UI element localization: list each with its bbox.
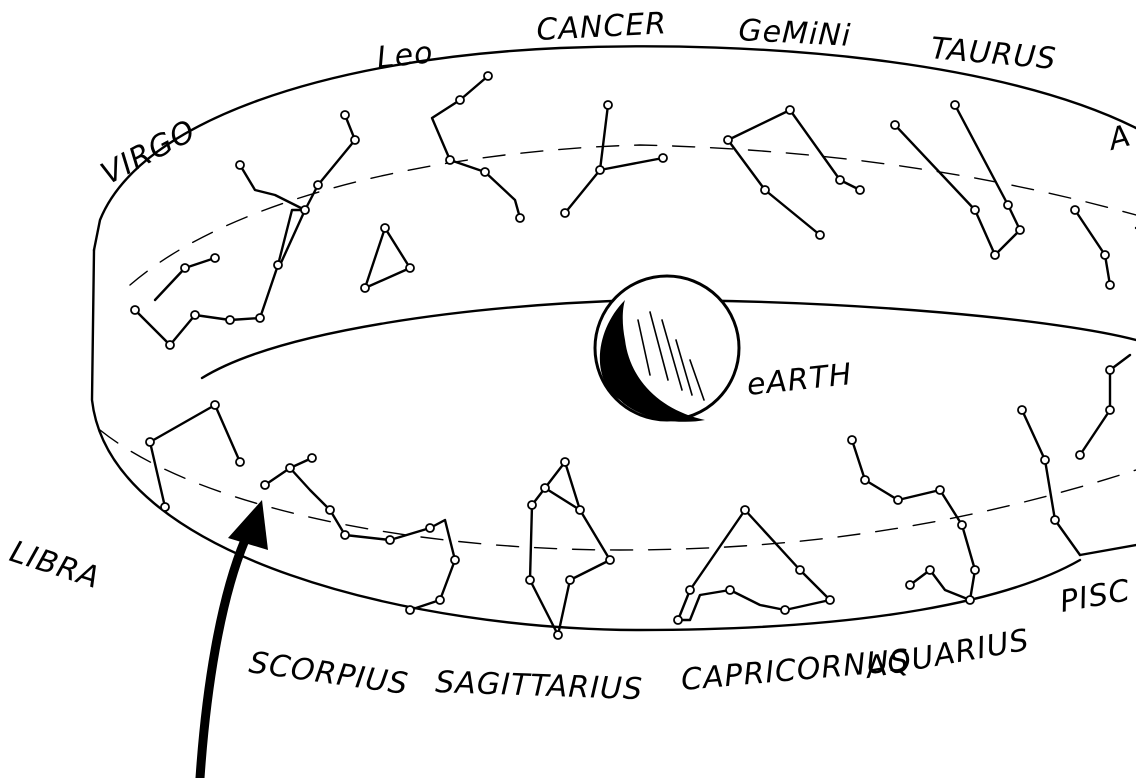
label-gemini: GeMiNi [738,13,852,54]
label-cancer: CANCER [536,6,668,48]
label-sagittarius: SAGITTARIUS [435,665,644,707]
constellation-aquarius [848,436,979,604]
earth-globe [595,276,739,422]
scorpius-stars [261,454,459,614]
constellation-libra [146,401,244,511]
label-scorpius: SCORPIUS [247,645,411,702]
taurus-stars [891,101,1024,259]
label-libra: LIBRA [6,534,105,596]
label-earth: eARTH [745,357,854,403]
capricornus-stars [674,506,834,624]
constellation-cancer [561,101,667,217]
label-leo: Leo [375,35,435,76]
label-pisces: PISC [1057,573,1133,620]
gemini-stars [724,106,864,239]
leo-stars [361,72,524,292]
label-aquarius: AQUARIUS [861,623,1032,687]
label-virgo: VIRGO [95,113,202,192]
constellation-scorpius [261,454,459,614]
constellation-pisces [1018,355,1130,555]
constellation-capricornus [674,506,834,624]
constellation-aries [1071,206,1114,289]
constellation-taurus [891,101,1024,259]
constellation-leo [361,72,524,292]
constellation-gemini [724,106,864,239]
